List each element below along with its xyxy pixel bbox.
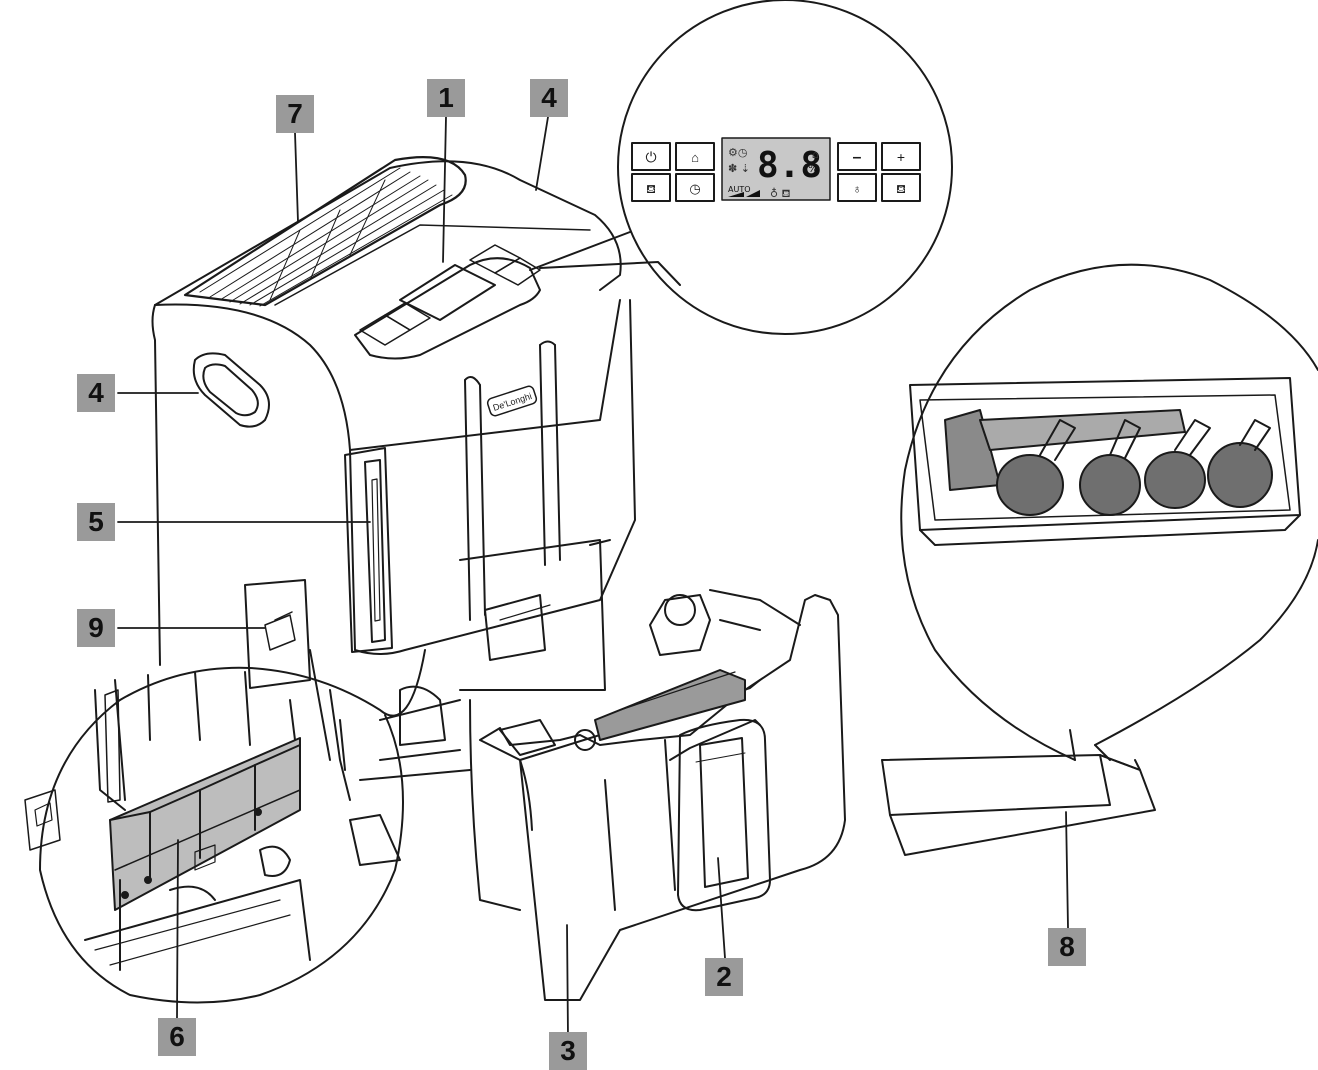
handle	[192, 352, 270, 428]
plus-icon: +	[897, 149, 905, 165]
timer-button[interactable]	[675, 173, 715, 202]
callout-3: 3	[549, 1032, 587, 1070]
leader-8	[1065, 811, 1069, 929]
callout-5: 5	[77, 503, 115, 541]
minus-button[interactable]	[837, 142, 877, 171]
callout-9: 9	[77, 609, 115, 647]
lcd-status-icons: ⚙◷	[728, 146, 747, 159]
power-button[interactable]	[631, 142, 671, 171]
callout-4-top: 4	[530, 79, 568, 117]
lcd-digits: 8.8	[757, 145, 822, 186]
callout-1: 1	[427, 79, 465, 117]
callout-4-side: 4	[77, 374, 115, 412]
water-tank	[469, 589, 846, 1001]
callout-2: 2	[705, 958, 743, 996]
tank-icon: ⛾	[646, 182, 656, 196]
leader-1	[442, 116, 447, 263]
tank-button[interactable]	[631, 173, 671, 202]
leader-6	[176, 839, 179, 1019]
filter-button[interactable]	[881, 173, 921, 202]
accessory-box	[881, 754, 1156, 856]
drop-button[interactable]	[837, 173, 877, 202]
air-outlet-grille	[183, 156, 467, 307]
caster-wheels	[944, 409, 1273, 516]
minus-icon: –	[853, 149, 862, 166]
timer-icon: ◷	[689, 181, 700, 196]
leader-4-top	[535, 116, 549, 191]
leader-lines	[117, 116, 1069, 1039]
lcd-house-icon: ⌂	[812, 148, 819, 161]
panel-zoom-circle: ⏻ ⌂ ⛾ ◷ ⚙◷ ✽ ⇣ 8.8 % AUTO ♁ ⛾ ⌂ – + ♁ ⛾	[529, 0, 953, 335]
leader-2	[717, 857, 726, 959]
drop-icon: ♁	[853, 182, 862, 196]
leader-7	[294, 132, 299, 223]
lcd-drop-icons: ♁ ⛾	[770, 187, 791, 200]
air-filter	[109, 737, 301, 911]
power-icon: ⏻	[645, 149, 656, 165]
lcd-display: ⚙◷ ✽ ⇣ 8.8 % AUTO ♁ ⛾ ⌂	[721, 137, 831, 201]
filter-zoom-circle	[24, 649, 426, 1004]
filter-icon: ⛾	[896, 182, 906, 196]
accessory-zoom-circle	[881, 263, 1318, 856]
lcd-auto-label: AUTO	[728, 185, 751, 194]
lcd-unit: %	[808, 162, 818, 175]
water-level-indicator	[344, 447, 393, 653]
lcd-mode-icons: ✽ ⇣	[728, 162, 750, 175]
tank-float	[499, 589, 801, 756]
leader-3	[566, 924, 569, 1039]
mode-icon: ⌂	[691, 150, 699, 165]
tank-window	[677, 718, 771, 912]
callout-7: 7	[276, 95, 314, 133]
control-panel-top	[274, 224, 591, 360]
callout-6: 6	[158, 1018, 196, 1056]
continuous-drain-cover	[244, 579, 311, 689]
plus-button[interactable]	[881, 142, 921, 171]
brand-logo: De'Longhi	[486, 385, 538, 417]
mode-button[interactable]	[675, 142, 715, 171]
dehumidifier-body: De'Longhi	[151, 156, 636, 866]
callout-8: 8	[1048, 928, 1086, 966]
